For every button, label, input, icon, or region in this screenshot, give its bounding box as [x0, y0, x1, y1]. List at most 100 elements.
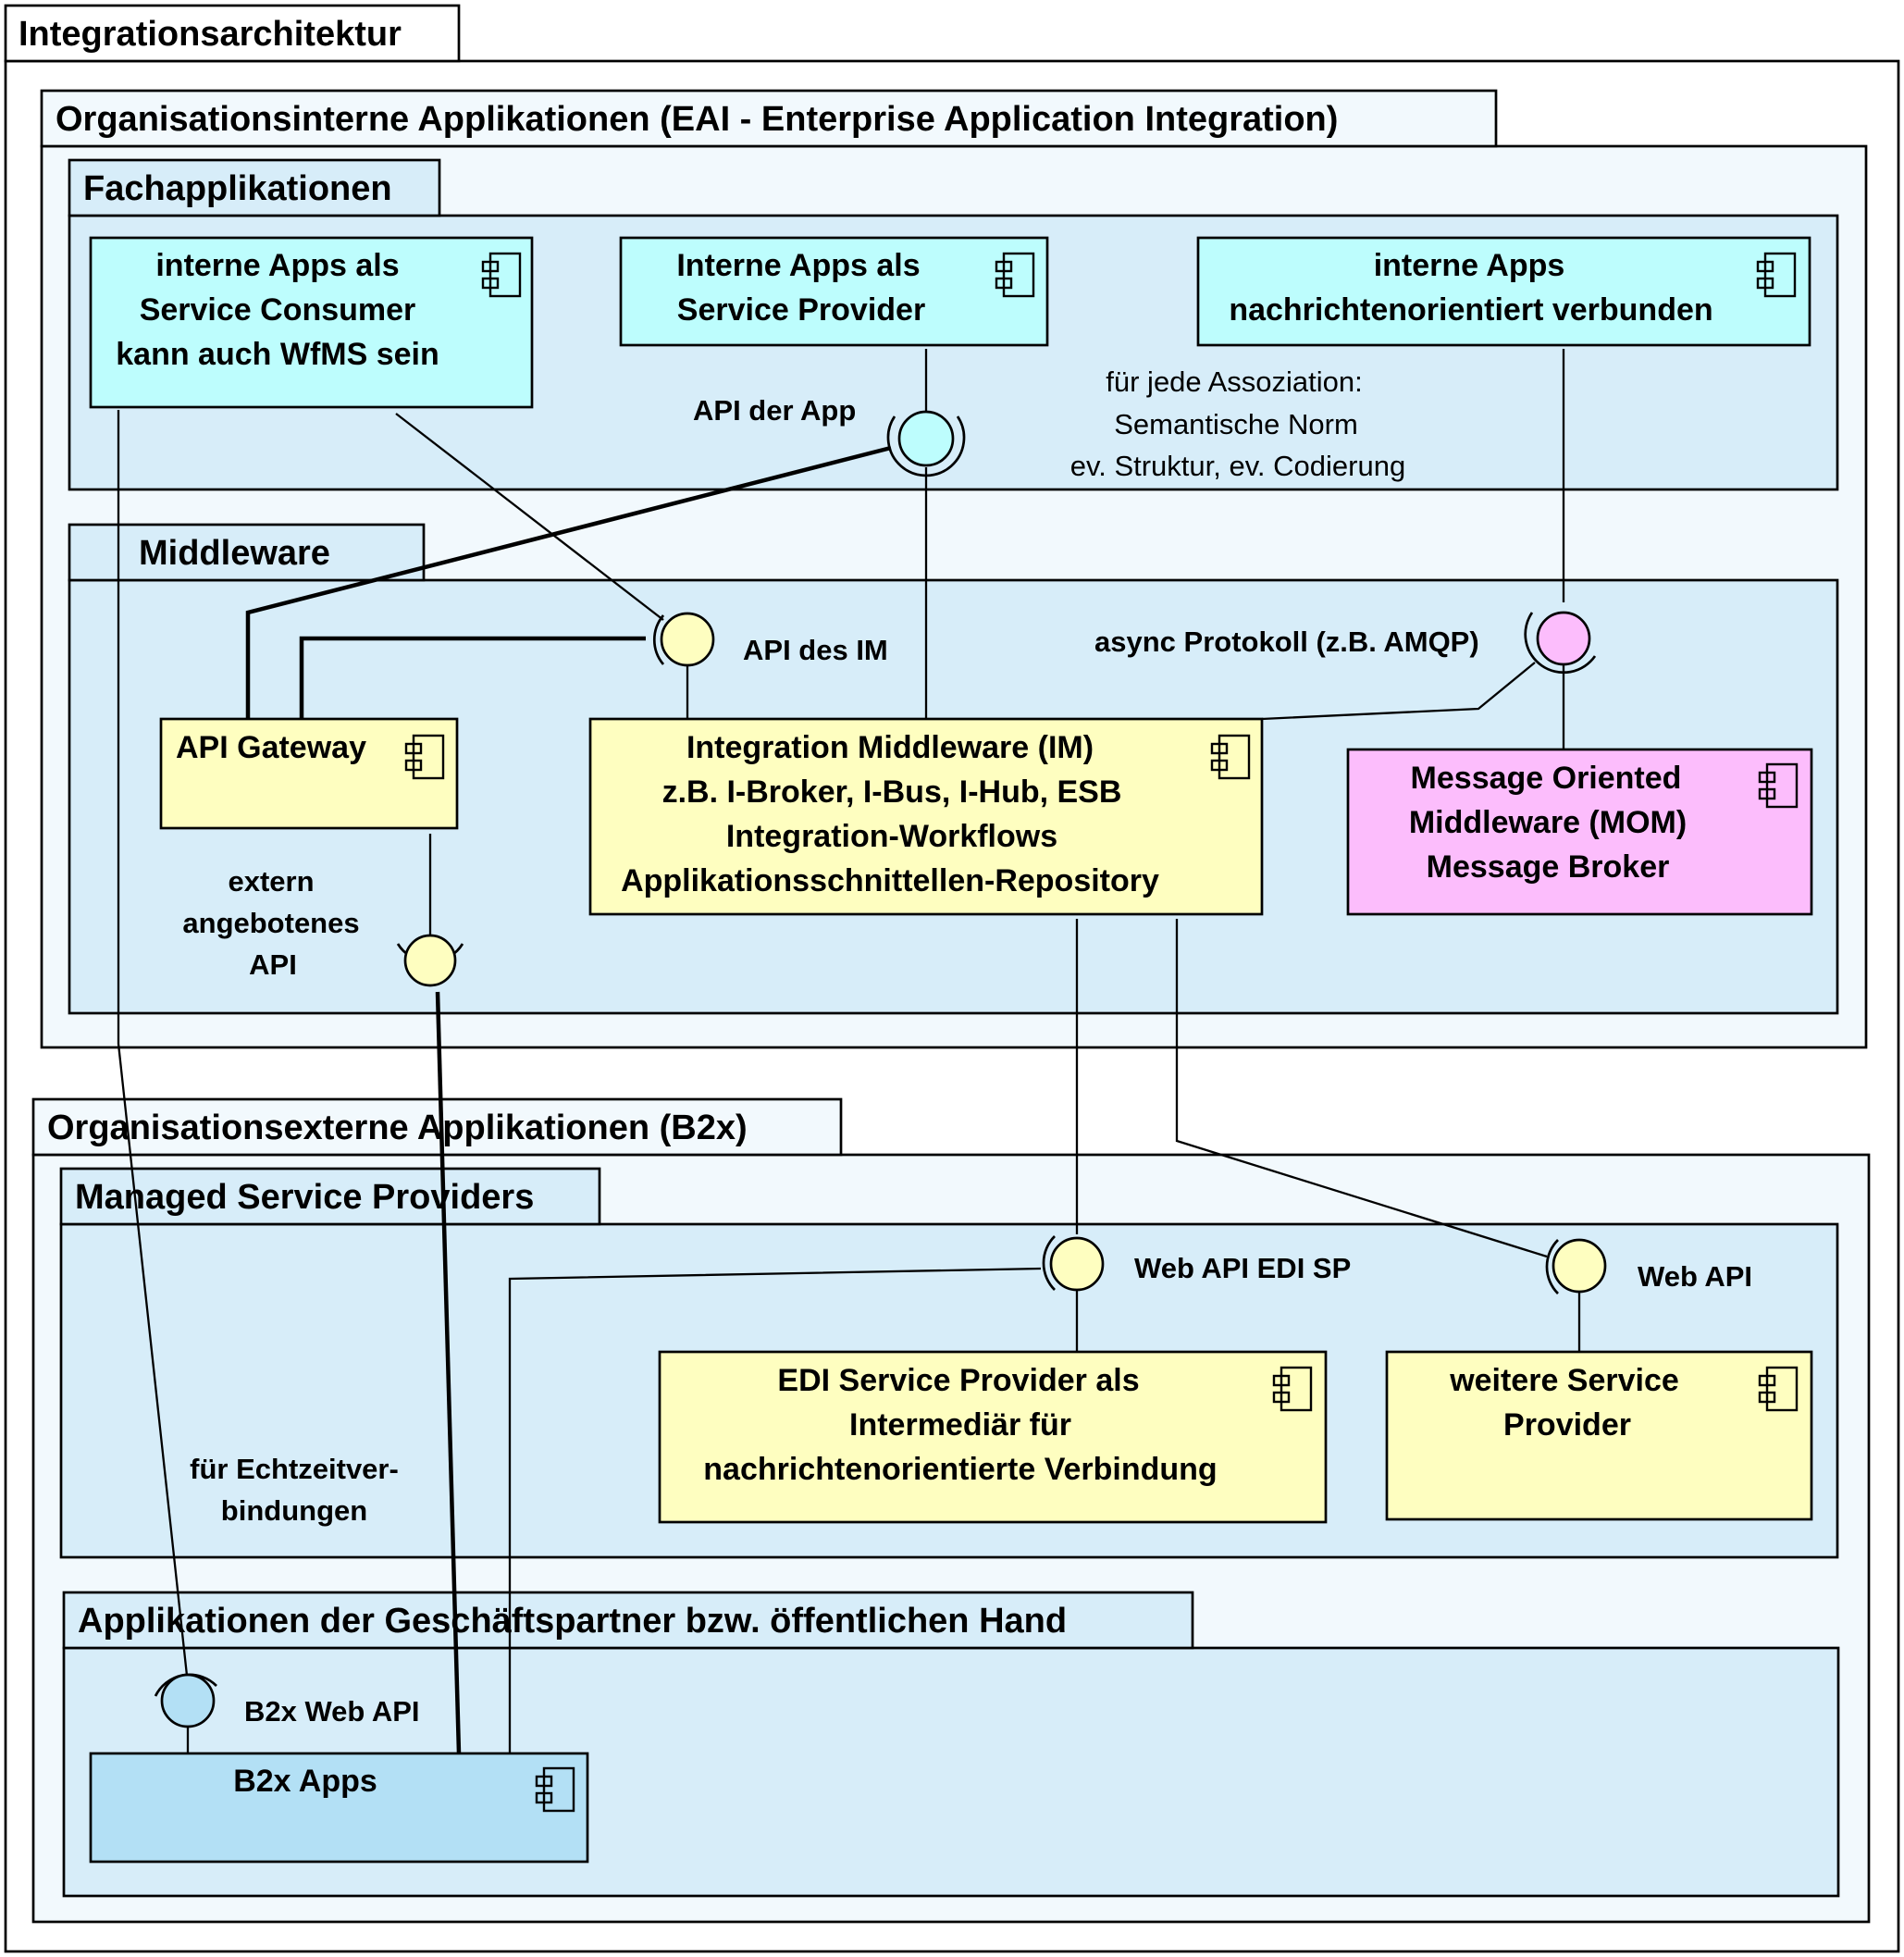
- component-icon: [481, 252, 522, 298]
- interface-web-api: [1545, 1238, 1607, 1294]
- lollipop-interface-icon: [1049, 1236, 1105, 1292]
- lollipop-interface-icon: [897, 410, 955, 467]
- package-title: Applikationen der Geschäftspartner bzw. …: [78, 1602, 1067, 1641]
- interface-web-api-edi-sp: [1042, 1235, 1105, 1292]
- socket-arc: [886, 415, 966, 477]
- package-title: Integrationsarchitektur: [19, 15, 402, 54]
- package-title: Organisationsinterne Applikationen (EAI …: [56, 100, 1338, 139]
- component-line: nachrichtenorientiert verbunden: [1229, 292, 1712, 328]
- package-tab: [59, 1167, 601, 1226]
- label-api-des-im: API des IM: [743, 634, 888, 666]
- lollipop-interface-icon: [1536, 611, 1591, 666]
- label-echtzeit: für Echtzeitver-: [190, 1453, 399, 1485]
- component-line: Message Broker: [1427, 849, 1670, 885]
- component-box: [619, 236, 1049, 347]
- component-line: Interne Apps als: [676, 248, 920, 283]
- component-line: Service Consumer: [140, 292, 416, 328]
- component-line: interne Apps als: [155, 248, 399, 283]
- component-weitere-service-provider: weitere Service Provider: [1385, 1350, 1813, 1521]
- label-api-der-app: API der App: [693, 394, 856, 427]
- label-b2x-web-api: B2x Web API: [244, 1695, 420, 1728]
- component-line: Middleware (MOM): [1409, 805, 1687, 840]
- component-icon: [1758, 1366, 1799, 1412]
- component-line: EDI Service Provider als: [777, 1363, 1139, 1398]
- component-box: [159, 717, 459, 830]
- component-icon: [1756, 252, 1797, 298]
- component-icon: [404, 734, 445, 780]
- component-b2x-apps: B2x Apps: [89, 1752, 589, 1864]
- component-service-consumer: interne Apps als Service Consumer kann a…: [89, 236, 534, 409]
- component-icon: [535, 1766, 575, 1813]
- note-association: Semantische Norm: [1114, 408, 1358, 440]
- package-title: Middleware: [139, 534, 330, 573]
- label-extern-api: angebotenes: [182, 907, 359, 939]
- component-box: [588, 717, 1264, 916]
- component-box: [1346, 748, 1813, 916]
- component-line: Integration-Workflows: [726, 819, 1057, 854]
- label-extern-api: extern: [228, 865, 314, 898]
- component-line: weitere Service: [1449, 1363, 1679, 1398]
- connectors: [117, 349, 1581, 1754]
- package-tab: [68, 158, 441, 217]
- connector-im-web-api: [1175, 919, 1548, 1258]
- component-edi-service-provider: EDI Service Provider als Intermediär für…: [658, 1350, 1328, 1524]
- label-web-api-edi-sp: Web API EDI SP: [1134, 1252, 1351, 1284]
- component-line: API Gateway: [176, 730, 366, 765]
- component-line: Provider: [1503, 1407, 1631, 1443]
- component-icon: [1272, 1366, 1313, 1412]
- connector-b2x-edi-api: [508, 1267, 1042, 1753]
- interface-async-protokoll: [1524, 611, 1597, 675]
- component-icon: [995, 252, 1035, 298]
- component-box: [1196, 236, 1811, 347]
- note-association: ev. Struktur, ev. Codierung: [1070, 450, 1405, 482]
- package-title: Organisationsexterne Applikationen (B2x): [47, 1109, 748, 1147]
- label-echtzeit: bindungen: [221, 1494, 367, 1527]
- component-mom: Message Oriented Middleware (MOM) Messag…: [1346, 748, 1813, 916]
- socket-arc: [653, 614, 665, 665]
- interface-extern-angebotenes-api: [396, 934, 464, 987]
- connector-im-async: [1261, 662, 1536, 721]
- component-api-gateway: API Gateway: [159, 717, 459, 830]
- connector-consumer-im: [395, 413, 664, 621]
- package-tab: [31, 1097, 843, 1157]
- label-extern-api: API: [249, 948, 297, 981]
- socket-arc: [1545, 1239, 1559, 1294]
- component-box: [89, 1752, 589, 1864]
- connector-consumer-b2x-api: [117, 410, 190, 1685]
- component-line: Integration Middleware (IM): [686, 730, 1094, 765]
- socket-arc: [1042, 1235, 1056, 1291]
- socket-arc: [1524, 612, 1597, 675]
- connector-gateway-app-api: [245, 445, 892, 719]
- connector-gateway-im-api: [299, 636, 646, 719]
- lollipop-interface-icon: [403, 934, 457, 987]
- component-line: Service Provider: [677, 292, 925, 328]
- connector-extern-api-b2x: [435, 991, 462, 1754]
- package-title: Fachapplikationen: [83, 169, 392, 208]
- component-integration-middleware: Integration Middleware (IM) z.B. I-Broke…: [588, 717, 1264, 916]
- labels: API der App API des IM async Protokoll (…: [182, 365, 1752, 1728]
- interface-api-der-app: [886, 410, 966, 477]
- component-service-provider: Interne Apps als Service Provider: [619, 236, 1049, 347]
- package-tab: [40, 89, 1498, 148]
- component-icon: [1758, 762, 1799, 809]
- package-geschaeftspartner: Applikationen der Geschäftspartner bzw. …: [62, 1591, 1840, 1898]
- component-line: nachrichtenorientierte Verbindung: [703, 1452, 1217, 1487]
- package-tab: [68, 523, 426, 582]
- package-tab: [62, 1591, 1194, 1650]
- component-messaging-apps: interne Apps nachrichtenorientiert verbu…: [1196, 236, 1811, 347]
- interface-api-des-im: [653, 612, 715, 667]
- lollipop-interface-icon: [1552, 1238, 1607, 1294]
- package-title: Managed Service Providers: [75, 1178, 534, 1217]
- component-line: interne Apps: [1374, 248, 1565, 283]
- package-tab: [4, 4, 461, 63]
- component-line: B2x Apps: [233, 1764, 377, 1799]
- component-line: kann auch WfMS sein: [116, 337, 439, 372]
- note-association: für jede Assoziation:: [1106, 365, 1362, 398]
- component-box: [89, 236, 534, 409]
- component-box: [658, 1350, 1328, 1524]
- interface-b2x-web-api: [154, 1673, 217, 1728]
- component-icon: [1210, 734, 1251, 780]
- component-line: Applikationsschnittellen-Repository: [621, 863, 1159, 898]
- label-async-protokoll: async Protokoll (z.B. AMQP): [1094, 625, 1479, 658]
